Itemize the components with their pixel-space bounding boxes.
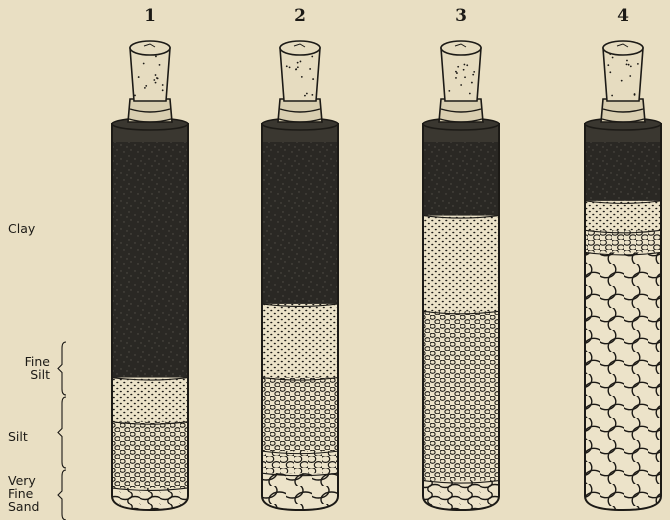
label-clay: Clay: [8, 222, 35, 235]
bracket-2: [58, 397, 66, 468]
layer-clay: [112, 142, 188, 378]
test-tube-1: [112, 41, 188, 511]
layer-silt: [262, 378, 338, 452]
test-tube-3: [423, 41, 499, 511]
layer-fine-silt: [262, 304, 338, 378]
test-tube-4: [585, 41, 661, 511]
label-fine-silt: Fine Silt: [8, 355, 50, 381]
label-silt: Silt: [8, 430, 28, 443]
layer-clay: [585, 142, 661, 201]
cork-stopper-1: [130, 41, 170, 101]
layer-fine-silt: [423, 216, 499, 312]
layer-fine-grains: [262, 451, 338, 474]
layer-very-fine-sand: [423, 481, 499, 511]
layer-coarse-grains: [585, 252, 661, 510]
cork-stopper-4: [603, 41, 643, 101]
layer-sand: [262, 473, 338, 510]
bracket-3: [58, 470, 66, 520]
layer-silt: [112, 422, 188, 489]
bracket-1: [58, 342, 66, 395]
layer-clay: [262, 142, 338, 304]
layer-fine-silt: [585, 201, 661, 231]
layer-silt: [423, 311, 499, 481]
test-tube-2: [262, 41, 338, 511]
layer-fine-silt: [112, 378, 188, 423]
cork-stopper-2: [280, 41, 320, 101]
label-very-fine-sand: Very Fine Sand: [8, 474, 39, 513]
layer-silt-grains: [585, 230, 661, 253]
cork-stopper-3: [441, 41, 481, 101]
layer-clay: [423, 142, 499, 216]
